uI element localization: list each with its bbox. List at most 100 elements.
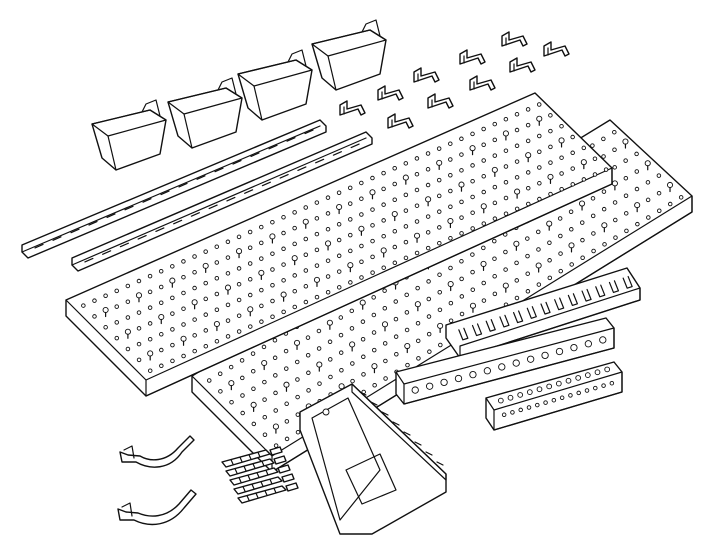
keyhole-slot bbox=[202, 262, 209, 269]
rail-slot bbox=[119, 242, 129, 248]
peg-hole bbox=[273, 390, 278, 396]
peg-hole bbox=[192, 333, 197, 338]
peg-hole bbox=[570, 182, 575, 187]
peg-hole bbox=[273, 408, 278, 413]
peg-hole bbox=[361, 354, 366, 360]
peg-hole bbox=[270, 219, 275, 225]
tool-rack-perforated-upper bbox=[395, 317, 615, 405]
small-hook bbox=[459, 49, 486, 65]
peg-hole bbox=[492, 184, 498, 190]
rail-slot bbox=[244, 189, 254, 194]
keyhole-slot bbox=[568, 242, 575, 249]
storage-bin bbox=[311, 19, 387, 91]
peg-hole bbox=[537, 165, 542, 170]
rack-hole bbox=[584, 372, 591, 378]
peg-hole bbox=[159, 363, 164, 369]
peg-hole bbox=[459, 231, 464, 236]
storage-bin bbox=[237, 49, 313, 121]
peg-hole bbox=[481, 298, 487, 303]
peg-hole bbox=[228, 364, 234, 370]
holder-slot bbox=[622, 275, 633, 289]
peg-hole bbox=[114, 288, 119, 294]
peg-hole bbox=[470, 178, 475, 184]
rail-slot bbox=[137, 235, 147, 240]
peg-hole bbox=[514, 143, 520, 149]
peg-hole bbox=[414, 156, 420, 161]
rack-hole bbox=[535, 402, 540, 408]
peg-hole bbox=[381, 186, 386, 192]
keyhole-slot bbox=[458, 181, 465, 188]
peg-hole bbox=[481, 158, 486, 163]
peg-hole bbox=[114, 320, 120, 325]
peg-hole bbox=[295, 429, 301, 435]
peg-hole bbox=[425, 245, 431, 251]
peg-hole bbox=[503, 164, 509, 169]
pegboard-holes-front bbox=[81, 102, 609, 373]
small-hook bbox=[509, 57, 536, 73]
keyhole-slot bbox=[261, 359, 268, 367]
rail-slot bbox=[286, 137, 296, 142]
peg-hole bbox=[481, 245, 486, 251]
peg-hole bbox=[370, 175, 375, 181]
bracket-shelf bbox=[299, 383, 447, 535]
peg-hole bbox=[459, 276, 464, 282]
peg-hole bbox=[192, 254, 197, 259]
peg-hole bbox=[247, 229, 253, 235]
bracket-slot bbox=[436, 461, 444, 466]
peg-hole bbox=[316, 328, 322, 334]
keyhole-slot bbox=[347, 262, 354, 269]
rack-hole bbox=[507, 394, 514, 401]
peg-hole bbox=[404, 310, 410, 315]
keyhole-slot bbox=[525, 152, 532, 159]
peg-hole bbox=[537, 133, 542, 139]
peg-hole bbox=[203, 296, 208, 302]
peg-hole bbox=[348, 248, 353, 254]
keyhole-slot bbox=[413, 232, 421, 239]
peg-hole bbox=[350, 361, 355, 366]
keyhole-slot bbox=[326, 319, 333, 326]
pegboard-panel-front bbox=[65, 92, 613, 397]
peg-hole bbox=[281, 262, 286, 267]
peg-hole bbox=[405, 362, 410, 368]
bracket-slot bbox=[425, 451, 433, 456]
bracket-slot bbox=[403, 431, 411, 436]
peg-hole bbox=[436, 193, 442, 199]
keyhole-slot bbox=[502, 130, 509, 137]
peg-hole bbox=[448, 204, 453, 210]
peg-hole bbox=[425, 182, 431, 188]
rail-slot bbox=[155, 227, 165, 232]
peg-hole bbox=[192, 285, 197, 291]
peg-hole bbox=[262, 397, 267, 402]
peg-hole bbox=[514, 127, 520, 133]
peg-hole bbox=[295, 377, 300, 382]
peg-hole bbox=[327, 339, 333, 345]
peg-hole bbox=[459, 168, 464, 173]
peg-hole bbox=[103, 325, 108, 330]
storage-bin bbox=[91, 99, 167, 171]
peg-hole bbox=[646, 215, 651, 220]
keyhole-slot bbox=[622, 138, 629, 145]
peg-hole bbox=[537, 149, 542, 155]
peg-hole bbox=[214, 291, 220, 297]
small-hook bbox=[501, 31, 528, 47]
peg-hole bbox=[270, 298, 275, 304]
peg-hole bbox=[393, 299, 399, 304]
keyhole-slot bbox=[228, 380, 235, 387]
rail-slot bbox=[52, 236, 62, 241]
peg-hole bbox=[81, 303, 86, 308]
peg-hole bbox=[459, 259, 464, 264]
keyhole-slot bbox=[213, 320, 220, 328]
peg-hole bbox=[603, 167, 609, 172]
peg-hole bbox=[247, 245, 253, 251]
peg-hole bbox=[147, 336, 153, 342]
keyhole-slot bbox=[404, 342, 411, 350]
peg-hole bbox=[281, 309, 286, 315]
peg-hole bbox=[481, 280, 486, 286]
keyhole-slot bbox=[135, 292, 143, 299]
mounting-rail-1 bbox=[21, 119, 327, 259]
peg-hole bbox=[612, 147, 617, 153]
peg-hole bbox=[218, 389, 223, 394]
peg-hole bbox=[159, 347, 164, 353]
rack-hole bbox=[599, 336, 607, 344]
holder-slot bbox=[554, 297, 565, 311]
